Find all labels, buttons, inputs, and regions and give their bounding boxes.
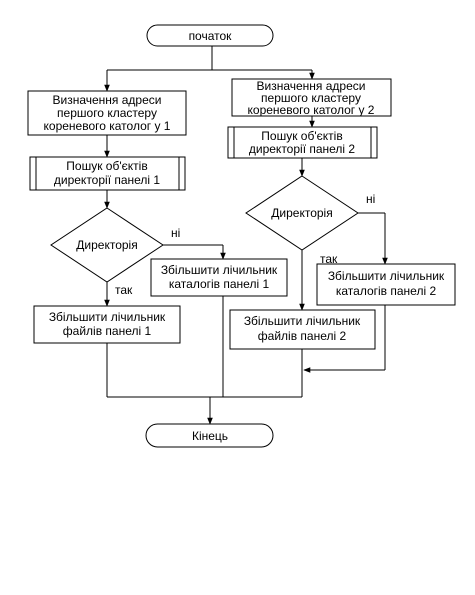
connectors <box>104 46 388 425</box>
right-define-address-line-2: першого кластеру <box>261 91 361 105</box>
left-define-address-block: Визначення адреси першого кластеру корен… <box>27 90 187 136</box>
left-decision-label: Директорія <box>76 238 137 252</box>
right-increment-files-line-1: Збільшити лічильник <box>244 314 361 328</box>
left-define-address-line-2: першого кластеру <box>57 106 157 120</box>
left-increment-dirs-block: Збільшити лічильник каталогів панелі 1 <box>150 258 288 297</box>
end-label: Кінець <box>192 429 228 443</box>
right-increment-dirs-line-2: каталогів панелі 2 <box>336 284 437 298</box>
right-define-address-block: Визначення адреси першого кластеру корен… <box>231 78 392 117</box>
right-no-label: ні <box>366 192 375 206</box>
left-search-line-2: директорії панелі 1 <box>54 173 161 187</box>
right-define-address-line-1: Визначення адреси <box>257 79 366 93</box>
left-define-address-line-3: кореневого католог у 1 <box>44 119 171 133</box>
right-search-subprocess: Пошук об'єктів директорії панелі 2 <box>227 126 378 159</box>
right-define-address-line-3: кореневого католог у 2 <box>248 103 375 117</box>
start-label: початок <box>189 29 233 43</box>
left-search-subprocess: Пошук об'єктів директорії панелі 1 <box>29 156 186 191</box>
left-increment-files-line-1: Збільшити лічильник <box>49 310 166 324</box>
right-increment-dirs-line-1: Збільшити лічильник <box>328 269 445 283</box>
right-increment-files-block: Збільшити лічильник файлів панелі 2 <box>229 309 376 350</box>
left-search-line-1: Пошук об'єктів <box>66 159 147 173</box>
right-increment-dirs-block: Збільшити лічильник каталогів панелі 2 <box>316 263 456 306</box>
end-terminator: Кінець <box>145 423 274 448</box>
right-decision-label: Директорія <box>271 206 332 220</box>
start-terminator: початок <box>146 24 274 47</box>
left-increment-files-line-2: файлів панелі 1 <box>63 324 152 338</box>
left-define-address-line-1: Визначення адреси <box>53 93 162 107</box>
left-yes-label: так <box>115 283 133 297</box>
left-no-label: ні <box>171 226 180 240</box>
left-increment-files-block: Збільшити лічильник файлів панелі 1 <box>33 305 181 344</box>
left-decision: Директорія <box>50 207 164 283</box>
right-increment-files-line-2: файлів панелі 2 <box>258 329 347 343</box>
right-search-line-1: Пошук об'єктів <box>261 129 342 143</box>
left-increment-dirs-line-2: каталогів панелі 1 <box>169 277 270 291</box>
right-search-line-2: директорії панелі 2 <box>249 142 356 156</box>
left-increment-dirs-line-1: Збільшити лічильник <box>161 263 278 277</box>
right-yes-label: так <box>320 252 338 266</box>
right-decision: Директорія <box>245 175 359 251</box>
